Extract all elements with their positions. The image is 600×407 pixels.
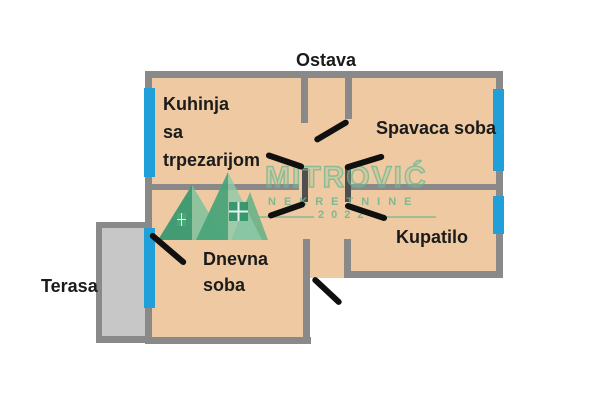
watermark-year: 2022 [318,209,371,221]
label-kitchen: Kuhinja sa trpezarijom [163,90,260,174]
bathroom-window [493,196,504,234]
label-kitchen-line3: trpezarijom [163,150,261,170]
logo-window-large [229,202,248,221]
wall-bathroom-bottom [344,271,503,278]
logo-window-small [177,213,186,226]
wall-right [496,71,503,278]
wall-left [145,71,152,344]
watermark-rule-right [374,216,436,218]
wall-bottom-left [145,337,311,344]
wall-top [145,71,503,78]
entrance-door-line [311,275,343,307]
label-terrace: Terasa [41,276,98,296]
wall-hall-stub-right [345,168,351,202]
label-bathroom: Kupatilo [396,227,468,247]
terrace-floor [102,228,145,336]
watermark-rule-left [259,216,314,218]
label-bedroom: Spavaca soba [376,118,497,138]
label-living-room: Dnevna soba [203,246,268,298]
wall-storage-stub-right [345,78,352,119]
wall-hall-stub-left [302,168,308,202]
wall-storage-stub-left [301,78,308,123]
bedroom-window [493,89,504,171]
wall-living-right [303,239,310,344]
wall-hall-right-lower [344,239,351,278]
label-living-line2: soba [203,275,246,295]
label-kitchen-line1: Kuhinja [163,94,229,114]
wall-terrace-top [96,222,152,228]
terrace-glass-door [144,228,155,308]
kitchen-window [144,88,155,177]
label-storage: Ostava [296,50,357,70]
agency-logo-icon [158,172,268,240]
wall-divider-right [351,184,503,190]
floor-fill-entry-strip [310,271,344,278]
floor-fill-living-lower [152,271,310,337]
wall-terrace-left [96,222,102,343]
label-living-line1: Dnevna [203,249,269,269]
label-kitchen-line2: sa [163,122,184,142]
wall-terrace-bottom [96,336,152,343]
